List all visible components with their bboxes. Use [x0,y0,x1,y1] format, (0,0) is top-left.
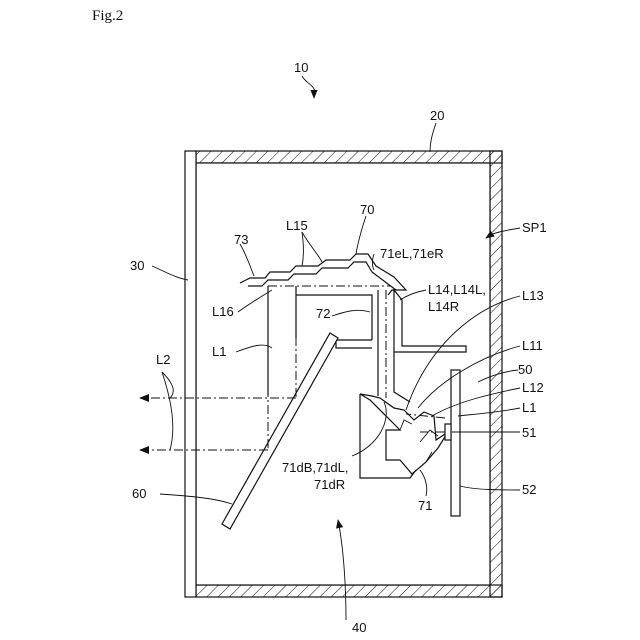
label-ray-L14-line1: L14,L14L, [428,282,486,297]
label-ray-L11: L11 [522,338,543,353]
leader-10 [302,76,315,96]
label-optical-member-70: 70 [360,202,374,217]
label-ray-L1-left: L1 [212,344,226,359]
label-mirror-60: 60 [132,486,146,501]
housing-inner-outline [196,163,490,585]
housing-top-wall [196,151,502,163]
label-ray-L1-right: L1 [522,400,536,415]
label-space-SP1: SP1 [522,220,547,235]
label-holder-73: 73 [234,232,248,247]
label-light-unit-50: 50 [518,362,532,377]
label-light-source-51: 51 [522,425,536,440]
label-lens-71: 71 [418,498,432,513]
label-ray-L15: L15 [286,218,308,233]
leader-30 [152,266,188,280]
label-housing-20: 20 [430,108,444,123]
label-holder-72: 72 [316,306,330,321]
label-lower-faces-line1: 71dB,71dL, [282,460,349,475]
side-wall-30 [185,151,196,597]
light-source-51 [445,424,451,440]
housing-right-wall [490,151,502,597]
label-ray-L14-line2: L14R [428,299,459,314]
label-board-52: 52 [522,482,536,497]
label-lower-faces-line2: 71dR [314,477,345,492]
label-ray-L12: L12 [522,380,544,395]
housing-bottom-wall [196,585,502,597]
label-side-wall-30: 30 [130,258,144,273]
leader-20 [430,123,436,152]
label-ray-L13: L13 [522,288,544,303]
label-exit-faces: 71eL,71eR [380,246,444,261]
label-ray-L16: L16 [212,304,234,319]
label-interior-40: 40 [352,620,366,635]
label-ray-L2: L2 [156,352,170,367]
board-52 [451,370,460,516]
figure-title: Fig.2 [92,8,123,24]
label-device-10: 10 [294,60,308,75]
